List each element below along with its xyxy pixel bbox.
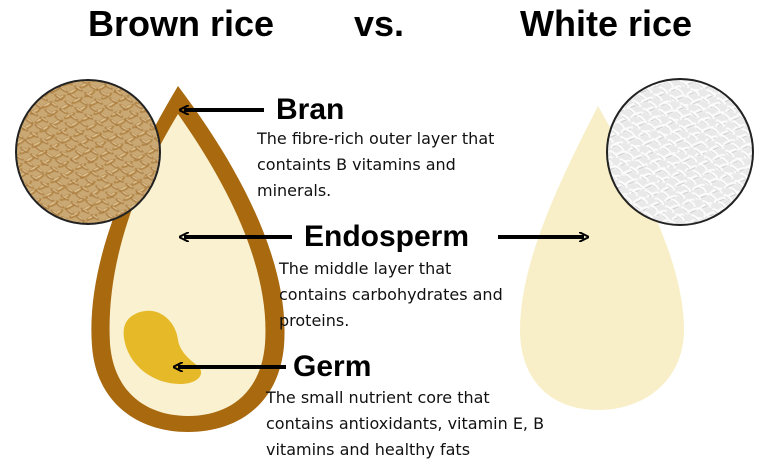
white-rice-grains-image bbox=[606, 78, 754, 226]
brown-rice-grains-image bbox=[15, 79, 161, 225]
versus-label: vs. bbox=[354, 3, 405, 44]
germ-description: The small nutrient core that contains an… bbox=[266, 388, 545, 459]
endosperm-description: The middle layer that contains carbohydr… bbox=[279, 259, 503, 330]
white-rice-grain bbox=[520, 106, 684, 410]
bran-description: The fibre-rich outer layer that containt… bbox=[257, 129, 495, 200]
germ-label: Germ bbox=[293, 350, 372, 383]
endosperm-label: Endosperm bbox=[304, 220, 470, 253]
white-rice-title: White rice bbox=[520, 3, 693, 44]
bran-label: Bran bbox=[276, 93, 345, 126]
brown-rice-title: Brown rice bbox=[88, 3, 275, 44]
